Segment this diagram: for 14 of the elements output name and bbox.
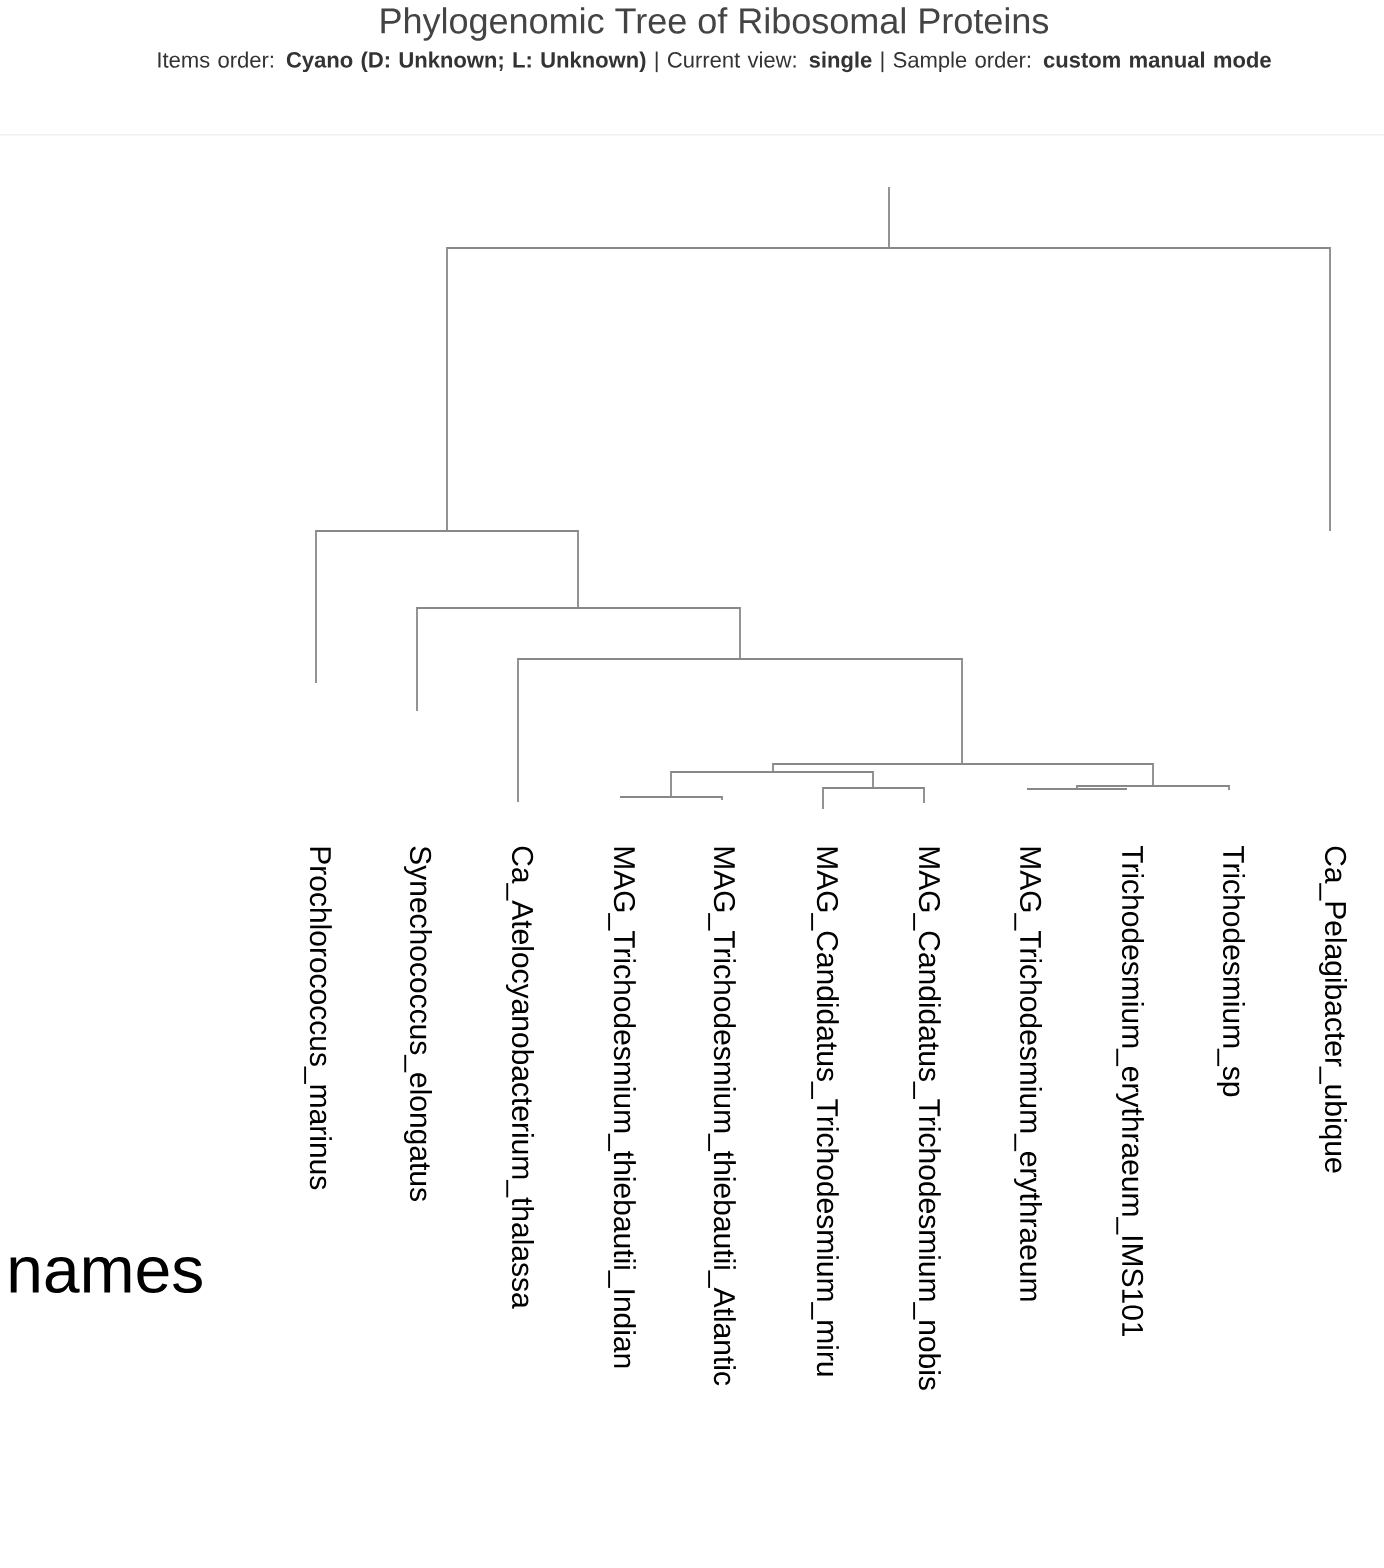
title: Phylogenomic Tree of Ribosomal Proteins (381, 7, 1049, 41)
axis-label: names (10, 1256, 202, 1294)
subtitle: Items order: Cyano (D: Unknown; L: Unknown) | Current view: single | Sample order: custom manual mode (158, 51, 1271, 73)
leaf-label: Ca_Atelocyanobacterium_thalassa (506, 846, 534, 1309)
leaf-label: MAG_Trichodesmium_thiebautii_Indian (608, 847, 636, 1368)
leaf-label: MAG_Trichodesmium_erythraeum (1014, 847, 1042, 1301)
leaf-label: MAG_Candidatus_Trichodesmium_nobis (913, 847, 941, 1390)
leaf-label: MAG_Trichodesmium_thiebautii_Atlantic (708, 847, 736, 1386)
leaf-label: Ca_Pelagibacter_ubique (1319, 846, 1347, 1173)
leaf-label: Synechococcus_elongatus (404, 846, 432, 1201)
leaf-label: Prochlorococcus_marinus (304, 847, 332, 1190)
leaf-label: MAG_Candidatus_Trichodesmium_miru (811, 847, 839, 1376)
leaf-label: Trichodesmium_erythraeum_IMS101 (1116, 845, 1144, 1337)
leaf-label: Trichodesmium_sp (1217, 845, 1245, 1097)
